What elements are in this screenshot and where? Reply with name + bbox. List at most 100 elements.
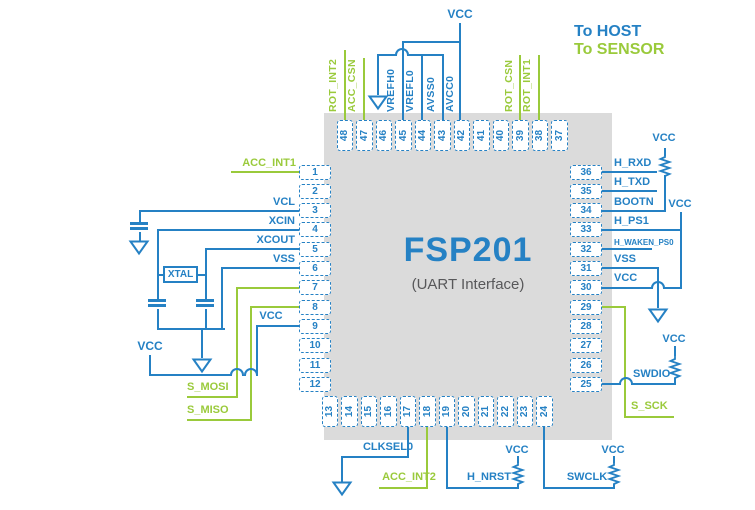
wire [674, 346, 676, 356]
wire [250, 306, 252, 421]
wire [157, 328, 225, 330]
wire [157, 229, 159, 301]
wire-hop [230, 368, 244, 376]
wire [201, 330, 203, 358]
wire [602, 267, 659, 269]
wire [149, 355, 151, 374]
pin-42: 42 [453, 120, 471, 151]
wire [602, 287, 652, 289]
wire [250, 306, 299, 308]
pin-28: 28 [570, 318, 602, 334]
wire [221, 267, 223, 330]
wire [519, 55, 521, 121]
wire-hop [619, 377, 633, 385]
label-h-waken-ps0: H_WAKEN_PS0 [614, 238, 674, 247]
wire [664, 148, 666, 156]
wire [624, 416, 674, 418]
pin-2: 2 [299, 183, 331, 199]
pin-33: 33 [570, 222, 602, 238]
label-xcout: XCOUT [256, 234, 296, 246]
pin-22: 22 [497, 396, 514, 427]
pin-44: 44 [414, 120, 432, 151]
wire [157, 309, 159, 330]
label-h-ps1: H_PS1 [614, 215, 649, 227]
wire [363, 58, 365, 121]
chip-subtitle: (UART Interface) [411, 276, 525, 293]
wire [624, 306, 626, 418]
wire [517, 456, 519, 463]
ground-symbol-icon [647, 308, 669, 324]
pin-45: 45 [395, 120, 412, 151]
label-vss-right: VSS [614, 253, 637, 265]
pin-16: 16 [380, 396, 397, 427]
pin-38: 38 [531, 120, 549, 151]
pin-47: 47 [356, 120, 373, 151]
pin-30: 30 [570, 280, 602, 296]
pin-40: 40 [492, 120, 510, 151]
wire [459, 23, 461, 121]
wire [205, 248, 299, 250]
pin-39: 39 [512, 120, 529, 151]
pin-46: 46 [375, 120, 393, 151]
capacitor-icon [148, 299, 166, 302]
pin-43: 43 [434, 120, 451, 151]
pin-18: 18 [419, 396, 436, 427]
wire [602, 210, 666, 212]
capacitor-icon [130, 222, 148, 225]
label-rot-int2: ROT_INT2 [327, 58, 339, 112]
label-rot-int1: ROT_INT1 [521, 58, 533, 112]
wire [421, 54, 423, 121]
label-clksel0: CLKSEL0 [362, 441, 414, 453]
wire [205, 309, 207, 330]
wire [157, 229, 299, 231]
label-acc-int1: ACC_INT1 [242, 157, 296, 169]
label-vcc-swdio: VCC [662, 333, 686, 345]
wire [344, 50, 346, 121]
chip-name: FSP201 [403, 231, 533, 269]
wire [236, 287, 299, 289]
wire [187, 419, 252, 421]
label-legend-to-sensor: To SENSOR [574, 41, 665, 58]
wire [602, 306, 626, 308]
pin-26: 26 [570, 357, 602, 373]
capacitor-icon [130, 227, 148, 230]
pin-8: 8 [299, 299, 331, 315]
pin-14: 14 [341, 396, 358, 427]
chip-body [324, 113, 612, 440]
wire [442, 54, 444, 121]
ground-symbol-icon [331, 481, 353, 497]
capacitor-icon [148, 304, 166, 307]
pin-31: 31 [570, 261, 602, 276]
resistor-icon [657, 154, 673, 178]
label-rot-csn: ROT_CSN [503, 59, 515, 112]
wire [543, 487, 615, 489]
wire [602, 190, 657, 192]
resistor-icon [510, 462, 526, 486]
pin-24: 24 [536, 396, 553, 427]
wire [231, 171, 299, 173]
label-s-miso: S_MISO [187, 404, 229, 416]
wire-hop [651, 281, 665, 289]
label-vcc-top: VCC [447, 7, 473, 21]
wire [379, 487, 428, 489]
label-h-nrst: H_NRST [466, 471, 511, 483]
resistor-icon [667, 356, 683, 380]
wire-hop [395, 48, 409, 56]
wire [402, 41, 461, 43]
wire [407, 427, 409, 458]
wire [187, 396, 238, 398]
wire [664, 287, 682, 289]
pin-1: 1 [299, 164, 331, 180]
wire [341, 456, 409, 458]
label-vrefh0: VREFH0 [385, 68, 397, 112]
pin-12: 12 [299, 376, 331, 392]
wire [139, 210, 299, 212]
wire [139, 232, 141, 242]
ground-symbol-icon [128, 240, 150, 256]
label-h-rxd: H_RXD [614, 157, 652, 169]
label-vcc-pin9: VCC [259, 310, 283, 322]
pin-29: 29 [570, 299, 602, 315]
pin-27: 27 [570, 338, 602, 354]
pin-3: 3 [299, 203, 331, 219]
